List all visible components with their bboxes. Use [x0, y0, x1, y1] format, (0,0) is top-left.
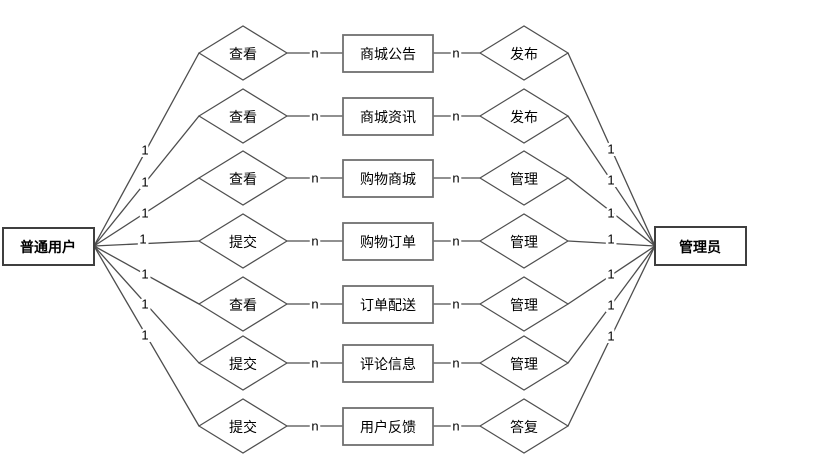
relationship-row: 查看 商城资讯 发布 1 n n 1 — [93, 88, 656, 247]
cardinality-label: 1 — [607, 206, 614, 221]
relationship-row: 查看 商城公告 发布 1 n n 1 — [93, 25, 656, 247]
relation-label: 管理 — [510, 297, 538, 313]
entity-label: 订单配送 — [360, 297, 416, 313]
relation-diamond — [478, 213, 570, 269]
cardinality-label: 1 — [141, 175, 148, 190]
cardinality-label: 1 — [139, 232, 146, 247]
cardinality-label: 1 — [607, 142, 614, 157]
entity-label: 购物商城 — [360, 171, 416, 187]
entity-box — [342, 97, 434, 136]
entity-box — [342, 34, 434, 73]
entity-label: 商城资讯 — [360, 109, 416, 125]
cardinality-label: n — [452, 171, 459, 186]
cardinality-label: n — [452, 234, 459, 249]
relation-diamond — [478, 88, 570, 144]
cardinality-label: n — [311, 419, 318, 434]
relation-diamond — [478, 335, 570, 391]
connector-line — [93, 177, 200, 247]
cardinality-label: n — [311, 46, 318, 61]
cardinality-label: n — [452, 46, 459, 61]
cardinality-label: n — [452, 109, 459, 124]
cardinality-label: n — [311, 171, 318, 186]
connector-line — [567, 245, 656, 364]
relation-diamond — [197, 150, 289, 206]
relation-diamond — [197, 335, 289, 391]
relation-label: 提交 — [229, 356, 257, 372]
relation-diamond — [478, 25, 570, 81]
connector-line — [93, 245, 200, 427]
relation-label: 答复 — [510, 419, 538, 435]
entity-user: 普通用户 — [2, 227, 95, 266]
relation-label: 查看 — [229, 171, 257, 187]
connector-line — [93, 52, 200, 247]
connector-line — [93, 240, 200, 247]
cardinality-label: 1 — [607, 232, 614, 247]
cardinality-label: 1 — [141, 328, 148, 343]
relation-label: 查看 — [229, 46, 257, 62]
cardinality-label: n — [452, 356, 459, 371]
entity-label: 用户反馈 — [360, 419, 416, 435]
cardinality-label: n — [311, 356, 318, 371]
relation-label: 查看 — [229, 297, 257, 313]
cardinality-label: n — [311, 234, 318, 249]
relation-label: 查看 — [229, 109, 257, 125]
entity-label: 购物订单 — [360, 234, 416, 250]
entity-admin-label: 管理员 — [679, 239, 721, 255]
entity-box — [342, 285, 434, 324]
entity-label: 评论信息 — [360, 356, 416, 372]
connector-line — [567, 245, 656, 427]
relation-diamond — [197, 276, 289, 332]
connector-line — [93, 245, 200, 305]
connector-line — [93, 245, 200, 364]
cardinality-label: 1 — [141, 297, 148, 312]
entity-box — [342, 159, 434, 198]
cardinality-label: n — [311, 109, 318, 124]
relation-diamond — [478, 150, 570, 206]
cardinality-label: 1 — [607, 298, 614, 313]
relation-diamond — [197, 88, 289, 144]
relation-diamond — [197, 213, 289, 269]
entity-admin-box — [654, 226, 747, 266]
entity-box — [342, 222, 434, 261]
cardinality-label: n — [311, 297, 318, 312]
connector-line — [567, 115, 656, 247]
entity-box — [342, 344, 434, 383]
relation-diamond — [478, 276, 570, 332]
entity-label: 商城公告 — [360, 46, 416, 62]
connector-line — [567, 240, 656, 247]
cardinality-label: 1 — [141, 267, 148, 282]
relation-label: 发布 — [510, 46, 538, 62]
connector-line — [567, 245, 656, 305]
cardinality-label: n — [452, 419, 459, 434]
cardinality-label: 1 — [607, 267, 614, 282]
relation-diamond — [197, 25, 289, 81]
relation-label: 管理 — [510, 171, 538, 187]
relation-label: 提交 — [229, 234, 257, 250]
entity-user-label: 普通用户 — [20, 239, 76, 255]
cardinality-label: n — [452, 297, 459, 312]
cardinality-label: 1 — [607, 173, 614, 188]
cardinality-label: 1 — [141, 206, 148, 221]
relation-label: 管理 — [510, 356, 538, 372]
relation-diamond — [197, 398, 289, 454]
cardinality-label: 1 — [607, 329, 614, 344]
connector-line — [567, 177, 656, 247]
relation-label: 管理 — [510, 234, 538, 250]
relationship-row: 查看 订单配送 管理 1 n n 1 — [93, 245, 656, 332]
entity-box — [342, 407, 434, 446]
relationship-row: 查看 购物商城 管理 1 n n 1 — [93, 150, 656, 247]
connector-line — [567, 52, 656, 247]
relation-label: 发布 — [510, 109, 538, 125]
cardinality-label: 1 — [141, 143, 148, 158]
relationship-row: 提交 用户反馈 答复 1 n n 1 — [93, 245, 656, 454]
entity-admin: 管理员 — [654, 226, 747, 266]
entity-user-box — [2, 227, 95, 266]
relation-diamond — [478, 398, 570, 454]
connector-line — [93, 115, 200, 247]
relationship-row: 提交 购物订单 管理 1 n n 1 — [93, 213, 656, 269]
relationship-row: 提交 评论信息 管理 1 n n 1 — [93, 245, 656, 391]
relation-label: 提交 — [229, 419, 257, 435]
